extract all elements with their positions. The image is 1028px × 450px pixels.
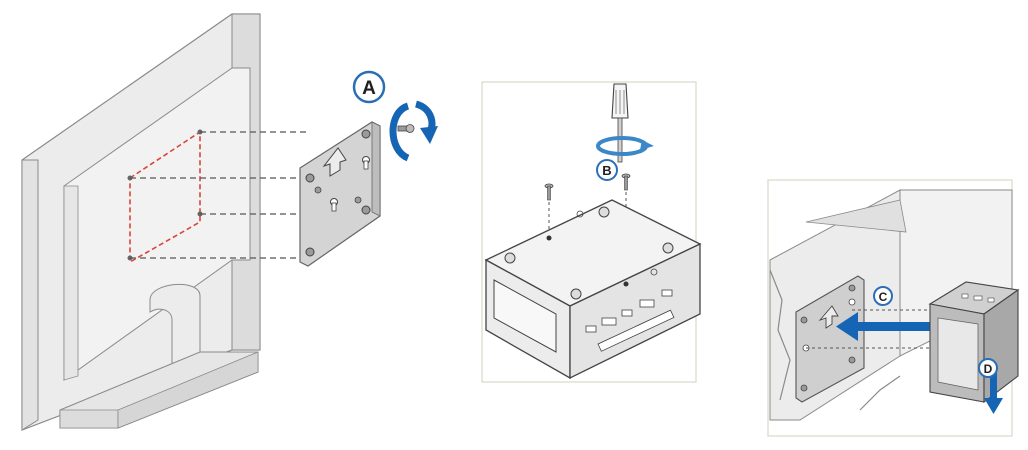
mini-pc-icon <box>928 281 1020 404</box>
step-label-a: A <box>362 78 376 99</box>
rotate-arrow-icon <box>389 100 438 162</box>
screw-install-panel: B <box>481 81 702 383</box>
alignment-guides <box>130 131 306 259</box>
drop-arrow-d <box>984 370 1003 414</box>
step-badge-c: C <box>873 286 893 306</box>
monitor-panel: A <box>21 13 438 431</box>
step-label-c: C <box>879 290 888 304</box>
step-label-d: D <box>984 362 993 376</box>
rotate-arrow-icon <box>596 136 654 156</box>
mounting-plate-icon <box>299 121 381 267</box>
screw-icon <box>397 124 415 133</box>
mini-pc-icon <box>484 199 702 380</box>
step-badge-b: B <box>596 159 618 181</box>
monitor-icon <box>21 13 261 431</box>
mounting-plate-icon <box>795 275 865 403</box>
step-label-b: B <box>602 163 611 178</box>
step-badge-d: D <box>978 358 998 378</box>
step-badge-a: A <box>352 70 386 104</box>
screw-icon <box>544 173 631 201</box>
slide-arrow-c <box>836 312 932 341</box>
mount-pc-panel: C D <box>767 179 1020 437</box>
